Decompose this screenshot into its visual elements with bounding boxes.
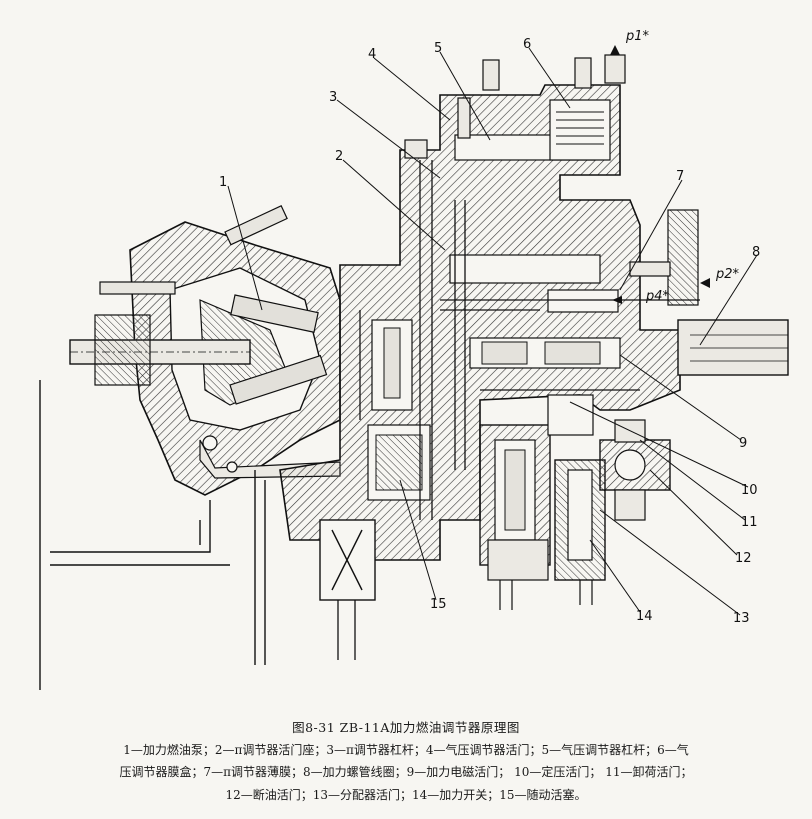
solenoid-8	[677, 319, 789, 376]
regulator-body	[279, 54, 699, 561]
figure-caption-title: 图8-31 ZB-11A加力燃油调节器原理图	[292, 720, 520, 735]
label-15: 15	[430, 597, 447, 612]
label-14: 14	[636, 609, 653, 624]
label-4: 4	[368, 47, 376, 62]
label-1: 1	[219, 175, 227, 190]
left-piping	[39, 380, 266, 690]
label-2: 2	[335, 149, 343, 164]
bottom-outlet	[319, 519, 376, 660]
leader-lines	[227, 47, 758, 616]
schematic-figure: 1 2 3 4 5 6 7 8 9 10 11 12 13 14 15 p1* …	[39, 29, 789, 690]
label-8: 8	[752, 245, 760, 260]
label-5: 5	[434, 41, 442, 56]
label-7: 7	[676, 169, 684, 184]
fuel-passages	[359, 160, 700, 520]
figure-caption-line-1: 1—加力燃油泵；2—π调节器活门座；3—π调节器杠杆；4—气压调节器活门；5—气…	[123, 743, 689, 757]
part-labels: 1 2 3 4 5 6 7 8 9 10 11 12 13 14 15 p1* …	[219, 29, 760, 626]
label-p2: p2*	[715, 267, 740, 282]
fuel-pump-body	[69, 205, 341, 496]
label-6: 6	[523, 37, 531, 52]
label-12: 12	[735, 551, 752, 566]
label-3: 3	[329, 90, 337, 105]
figure-caption-line-2: 压调节器膜盒；7—π调节器薄膜；8—加力螺管线圈；9—加力电磁活门； 10—定压…	[119, 765, 693, 779]
figure-caption-line-3: 12—断油活门；13—分配器活门；14—加力开关；15—随动活塞。	[225, 788, 587, 802]
lower-valves	[479, 394, 671, 610]
label-p1: p1*	[625, 29, 650, 44]
flow-arrows	[610, 45, 710, 304]
label-10: 10	[741, 483, 758, 498]
label-p4: p4*	[645, 289, 670, 304]
label-9: 9	[739, 436, 747, 451]
label-11: 11	[741, 515, 758, 530]
label-13: 13	[733, 611, 750, 626]
